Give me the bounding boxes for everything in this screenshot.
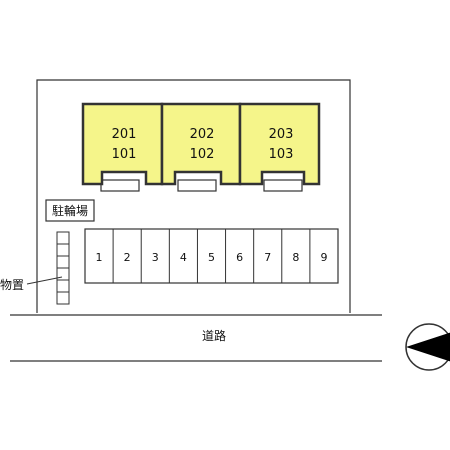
parking-lot-outline: [84, 228, 339, 284]
north-arrow-icon: [405, 323, 450, 371]
storage-label: 物置: [0, 278, 24, 292]
building-1: 201 101: [81, 102, 164, 192]
storage-leader-line: [26, 276, 63, 285]
building-1-upper-unit: 201: [112, 127, 137, 142]
bicycle-parking-label: 駐輪場: [52, 203, 88, 218]
building-3-step: [263, 179, 303, 192]
building-2-upper-unit: 202: [190, 127, 215, 142]
parking-lot: 1 2 3 4 5 6 7 8 9: [84, 228, 339, 284]
storage-cell-3: [56, 255, 70, 269]
building-2-outline: [160, 102, 242, 186]
parking-space-number: 7: [264, 251, 271, 264]
storage-column: 物置: [0, 231, 70, 305]
building-1-lower-unit: 101: [112, 147, 137, 162]
building-3-outline: [238, 102, 321, 186]
parking-space-number: 4: [180, 251, 187, 264]
bicycle-parking-box: [45, 199, 95, 222]
building-1-step: [100, 179, 140, 192]
bicycle-parking-sign: 駐輪場: [45, 199, 95, 222]
building-2-step: [177, 179, 217, 192]
parking-space-number: 9: [320, 251, 327, 264]
parking-space-number: 3: [152, 251, 159, 264]
parking-space-number: 6: [236, 251, 243, 264]
building-2-lower-unit: 102: [190, 147, 215, 162]
storage-cell-4: [56, 267, 70, 281]
parking-space-number: 1: [96, 251, 103, 264]
storage-cell-2: [56, 243, 70, 257]
building-3-upper-unit: 203: [269, 127, 294, 142]
building-3-lower-unit: 103: [269, 147, 294, 162]
property-boundary: [36, 79, 351, 313]
building-3: 203 103: [238, 102, 321, 192]
storage-cell-6: [56, 291, 70, 305]
parking-space-number: 8: [292, 251, 299, 264]
building-2: 202 102: [160, 102, 242, 192]
road-label: 道路: [202, 328, 226, 343]
storage-cell-5: [56, 279, 70, 293]
parking-space-number: 2: [124, 251, 131, 264]
storage-cell-1: [56, 231, 70, 245]
parking-space-number: 5: [208, 251, 215, 264]
building-1-outline: [81, 102, 164, 186]
